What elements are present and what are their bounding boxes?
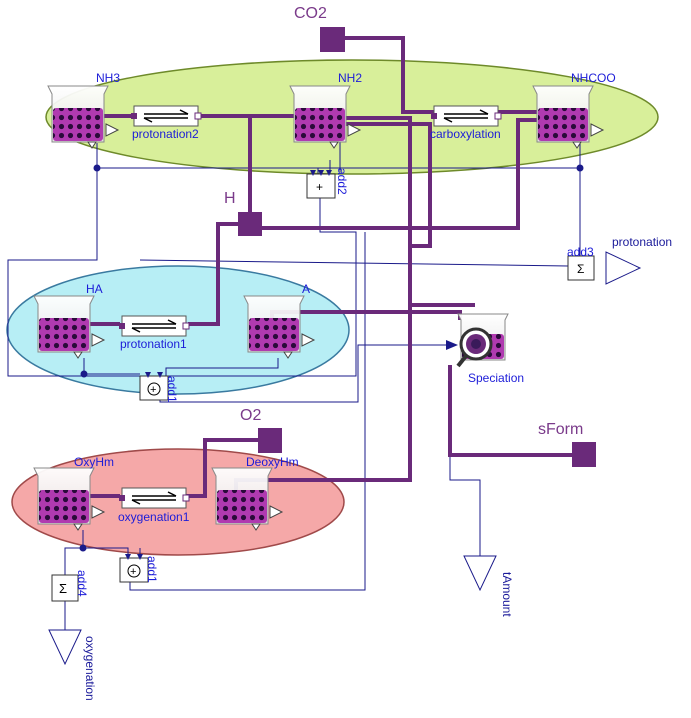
reaction-protonation2-icon[interactable]	[131, 105, 202, 127]
add3-block-icon[interactable]: Σ	[567, 255, 595, 281]
co2-label: CO2	[294, 5, 327, 22]
oxygenation-output-icon[interactable]	[48, 629, 82, 666]
a-label: A	[302, 282, 310, 296]
nh3-label: NH3	[96, 71, 120, 85]
svg-text:Σ: Σ	[577, 262, 584, 276]
reaction-oxygenation1-icon[interactable]	[119, 487, 190, 509]
add3-label: add3	[567, 245, 594, 259]
beaker-nh3-icon[interactable]	[47, 85, 120, 149]
beaker-nh2-icon[interactable]	[289, 85, 362, 149]
beaker-deoxyhm-icon[interactable]	[211, 467, 284, 531]
add1-label: add1	[165, 376, 179, 403]
beaker-nhcoo-icon[interactable]	[532, 85, 605, 149]
nhcoo-label: NHCOO	[571, 71, 616, 85]
o2-label: O2	[240, 407, 261, 424]
add-oxy-label: add1	[145, 556, 159, 583]
svg-text:+: +	[130, 566, 136, 578]
speciation-lens-icon[interactable]	[456, 313, 509, 368]
h-connector[interactable]	[238, 212, 262, 236]
add4-label: add4	[75, 570, 89, 597]
speciation-input-arrow-icon	[446, 340, 458, 350]
add2-label: add2	[335, 168, 349, 195]
substance-flows	[62, 36, 572, 498]
oxygenation1-label: oxygenation1	[118, 510, 190, 524]
svg-text:Σ: Σ	[59, 581, 67, 596]
beaker-oxyhm-icon[interactable]	[33, 467, 106, 531]
tamount-output-label: tAmount	[500, 572, 514, 617]
reaction-carboxylation-icon[interactable]	[431, 105, 502, 127]
ha-label: HA	[86, 282, 103, 296]
carboxylation-label: carboxylation	[430, 127, 501, 141]
sform-label: sForm	[538, 421, 583, 438]
protonation2-label: protonation2	[132, 127, 199, 141]
deoxyhm-label: DeoxyHm	[246, 455, 299, 469]
tamount-output-icon[interactable]	[463, 555, 497, 592]
beaker-ha-icon[interactable]	[33, 295, 106, 359]
protonation1-label: protonation1	[120, 337, 187, 351]
svg-text:+: +	[150, 384, 156, 396]
beaker-a-icon[interactable]	[243, 295, 316, 359]
add1-block-icon[interactable]: +	[139, 372, 169, 401]
add2-block-icon[interactable]: +	[306, 170, 336, 199]
add4-block-icon[interactable]: Σ	[51, 574, 79, 602]
oxygenation-output-label: oxygenation	[83, 636, 97, 701]
co2-connector[interactable]	[320, 27, 345, 52]
nh2-label: NH2	[338, 71, 362, 85]
reaction-protonation1-icon[interactable]	[119, 315, 190, 337]
protonation-output-icon[interactable]	[605, 251, 642, 285]
o2-connector[interactable]	[258, 428, 282, 453]
protonation-output-label: protonation	[612, 235, 672, 249]
sform-connector[interactable]	[572, 442, 596, 467]
oxyhm-label: OxyHm	[74, 455, 114, 469]
svg-text:+: +	[316, 180, 323, 194]
speciation-label: Speciation	[468, 371, 524, 385]
h-label: H	[224, 190, 236, 207]
add-oxy-block-icon[interactable]: +	[119, 554, 149, 583]
